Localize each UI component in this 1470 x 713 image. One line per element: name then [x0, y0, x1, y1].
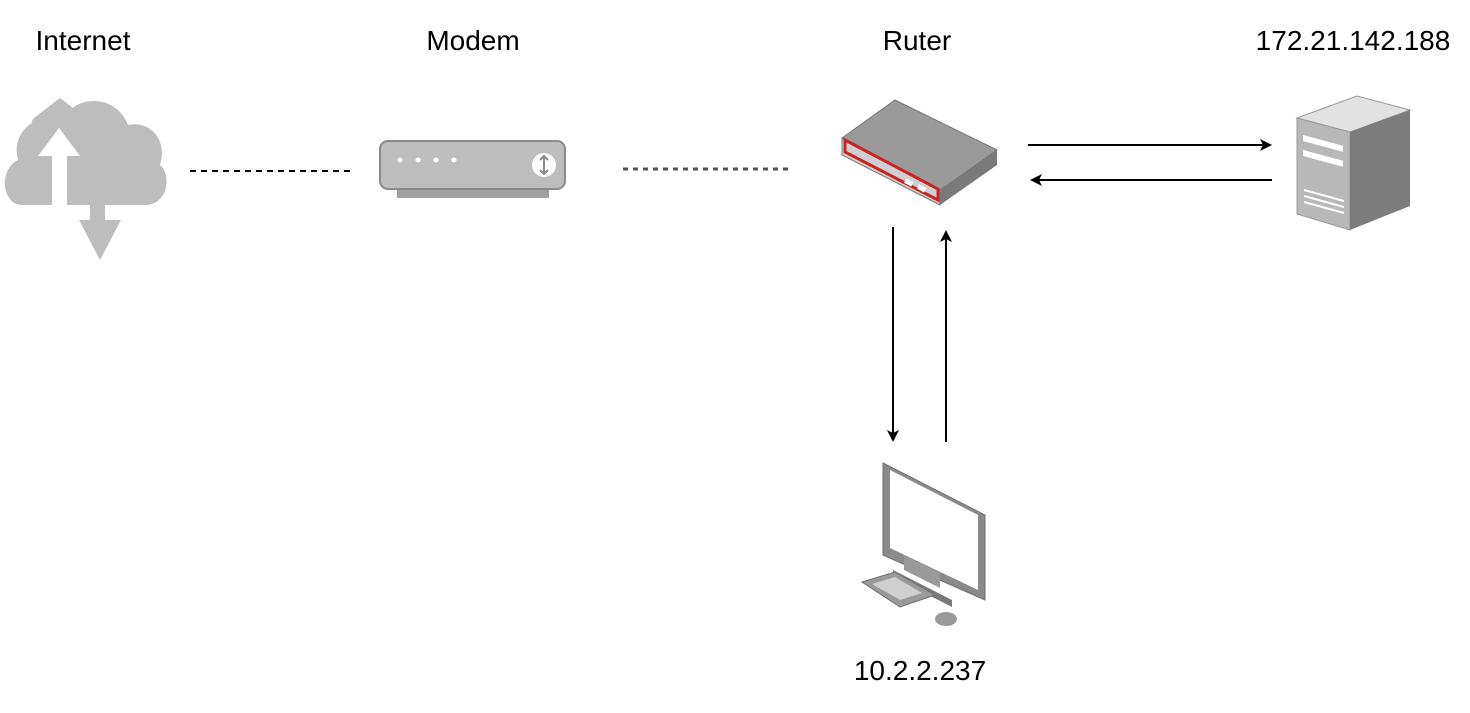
server-ip-label: 172.21.142.188 — [1255, 25, 1451, 56]
router-label: Ruter — [882, 25, 952, 56]
internet-label: Internet — [35, 25, 131, 56]
cloud-upload-download-icon — [4, 98, 167, 260]
modem-label: Modem — [426, 25, 520, 56]
pc-ip-label: 10.2.2.237 — [853, 655, 987, 686]
server-tower-icon — [1295, 95, 1412, 231]
router-icon — [841, 99, 998, 206]
modem-icon — [379, 140, 566, 198]
desktop-computer-icon — [860, 462, 986, 626]
